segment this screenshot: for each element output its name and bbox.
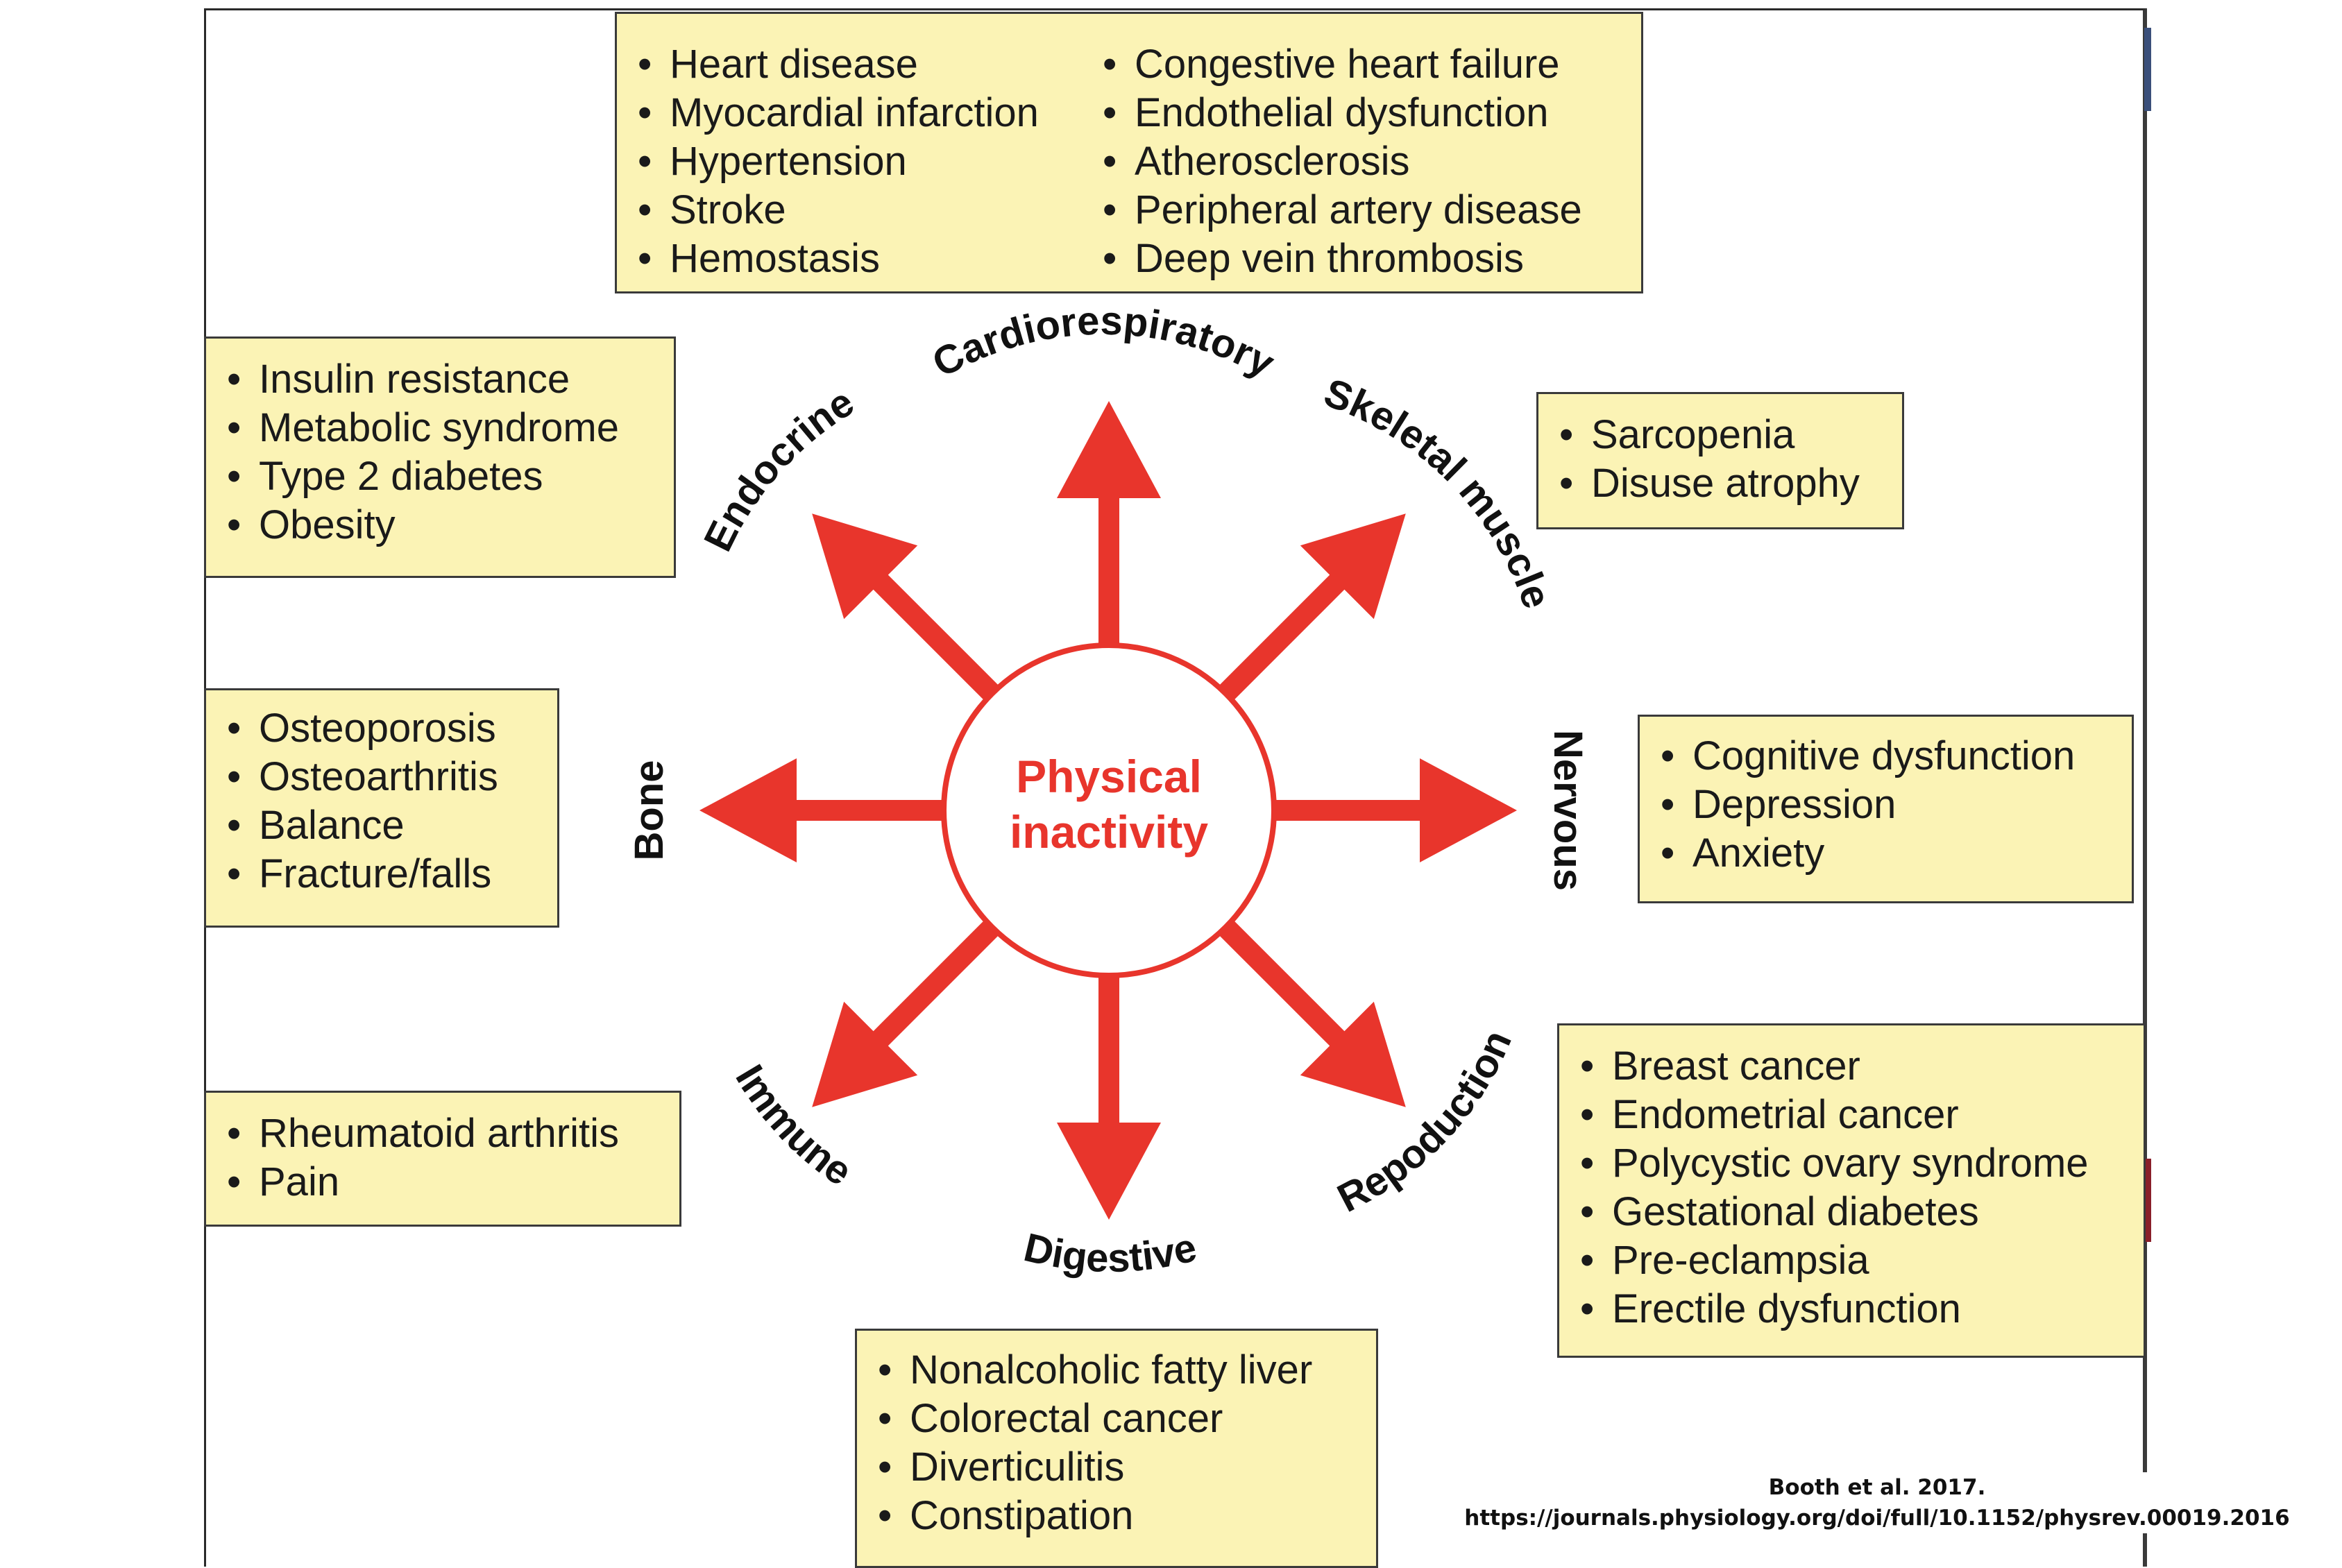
list-item: Breast cancer bbox=[1580, 1042, 2089, 1091]
arrow-group bbox=[699, 401, 1517, 1220]
arrow-up bbox=[1057, 401, 1161, 652]
center-circle bbox=[941, 642, 1277, 978]
list-item: Diverticulitis bbox=[878, 1443, 1312, 1492]
list-item: Heart disease bbox=[638, 40, 1039, 89]
edge-mark-red bbox=[2144, 1159, 2151, 1242]
list-item: Pre-eclampsia bbox=[1580, 1236, 2089, 1285]
label-cardiorespiratory: Cardiorespiratory bbox=[925, 298, 1282, 386]
list-item: Gestational diabetes bbox=[1580, 1188, 2089, 1236]
list-item: Erectile dysfunction bbox=[1580, 1285, 2089, 1333]
list-item: Fracture/falls bbox=[227, 850, 498, 898]
list-item: Disuse atrophy bbox=[1559, 459, 1860, 508]
list-item: Pain bbox=[227, 1158, 619, 1207]
box-bone: Osteoporosis Osteoarthritis Balance Frac… bbox=[204, 688, 559, 928]
list-item: Insulin resistance bbox=[227, 355, 619, 404]
citation-author: Booth et al. 2017. bbox=[1768, 1475, 1986, 1500]
list-item: Colorectal cancer bbox=[878, 1395, 1312, 1443]
list-item: Cognitive dysfunction bbox=[1661, 732, 2075, 781]
label-bone: Bone bbox=[627, 760, 672, 861]
list-item: Constipation bbox=[878, 1492, 1312, 1540]
list-item: Endometrial cancer bbox=[1580, 1091, 2089, 1139]
list-item: Type 2 diabetes bbox=[227, 452, 619, 501]
arrow-right bbox=[1267, 758, 1517, 862]
label-digestive: Digestive bbox=[1020, 1225, 1201, 1281]
list-item: Depression bbox=[1661, 781, 2075, 829]
list-item: Balance bbox=[227, 801, 498, 850]
list-item: Metabolic syndrome bbox=[227, 404, 619, 452]
box-endocrine: Insulin resistance Metabolic syndrome Ty… bbox=[204, 336, 676, 578]
arrow-down-left bbox=[812, 914, 1005, 1107]
list-item: Nonalcoholic fatty liver bbox=[878, 1346, 1312, 1395]
box-digestive: Nonalcoholic fatty liver Colorectal canc… bbox=[855, 1329, 1378, 1568]
list-item: Peripheral artery disease bbox=[1103, 186, 1582, 235]
list-item: Rheumatoid arthritis bbox=[227, 1109, 619, 1158]
list-item: Atherosclerosis bbox=[1103, 137, 1582, 186]
list-item: Myocardial infarction bbox=[638, 89, 1039, 137]
arrow-left bbox=[699, 758, 951, 862]
box-reproduction: Breast cancer Endometrial cancer Polycys… bbox=[1557, 1023, 2146, 1358]
list-item: Obesity bbox=[227, 501, 619, 549]
citation: Booth et al. 2017. https://journals.phys… bbox=[1416, 1472, 2339, 1533]
arrow-up-right bbox=[1213, 513, 1406, 706]
list-item: Polycystic ovary syndrome bbox=[1580, 1139, 2089, 1188]
arrow-down bbox=[1057, 969, 1161, 1220]
list-item: Osteoporosis bbox=[227, 704, 498, 753]
label-nervous: Nervous bbox=[1545, 730, 1590, 891]
list-item: Hemostasis bbox=[638, 235, 1039, 283]
box-skeletal-muscle: Sarcopenia Disuse atrophy bbox=[1536, 392, 1904, 529]
center-label-line2: inactivity bbox=[1010, 806, 1208, 858]
list-item: Endothelial dysfunction bbox=[1103, 89, 1582, 137]
list-item: Anxiety bbox=[1661, 829, 2075, 878]
center-label-line1: Physical bbox=[1016, 751, 1202, 802]
box-nervous: Cognitive dysfunction Depression Anxiety bbox=[1638, 715, 2134, 903]
box-immune: Rheumatoid arthritis Pain bbox=[204, 1091, 681, 1227]
box-cardiorespiratory: Heart disease Myocardial infarction Hype… bbox=[615, 12, 1643, 293]
edge-mark-blue bbox=[2144, 28, 2151, 111]
list-item: Sarcopenia bbox=[1559, 411, 1860, 459]
list-item: Osteoarthritis bbox=[227, 753, 498, 801]
list-item: Deep vein thrombosis bbox=[1103, 235, 1582, 283]
list-item: Hypertension bbox=[638, 137, 1039, 186]
arrow-up-left bbox=[812, 513, 1005, 706]
citation-link[interactable]: https://journals.physiology.org/doi/full… bbox=[1464, 1506, 2290, 1531]
list-item: Congestive heart failure bbox=[1103, 40, 1582, 89]
arrow-down-right bbox=[1213, 914, 1406, 1107]
list-item: Stroke bbox=[638, 186, 1039, 235]
